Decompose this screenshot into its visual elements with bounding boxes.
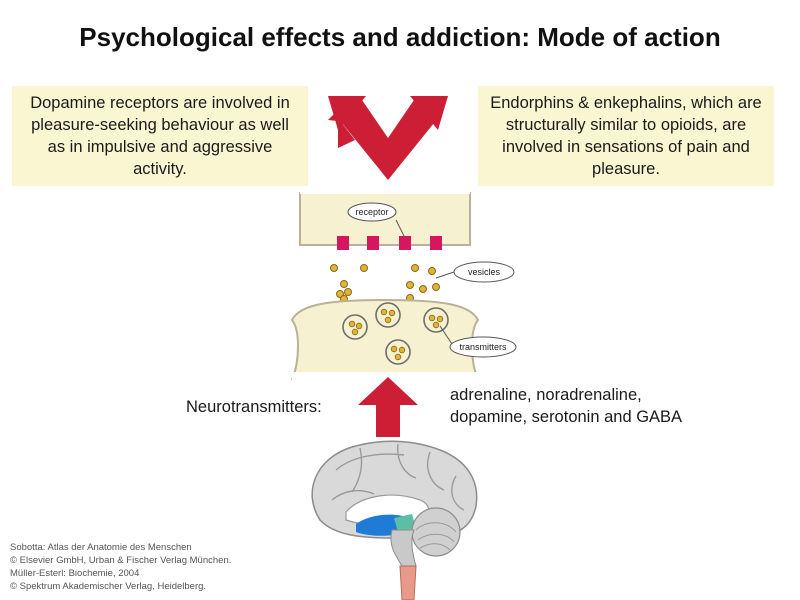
neurotransmitters-line: dopamine, serotonin and GABA xyxy=(450,408,683,426)
endorphin-note: Endorphins & enkephalins, which are stru… xyxy=(478,86,774,186)
vesicle-icon xyxy=(375,302,401,328)
credit-line: Sobotta: Atlas der Anatomie des Menschen xyxy=(10,542,192,553)
receptor-icon xyxy=(430,236,442,250)
neurotransmitters-list: adrenaline, noradrenaline, dopamine, ser… xyxy=(450,384,750,428)
receptor-icon xyxy=(337,236,349,250)
vesicles xyxy=(342,302,449,365)
endorphin-note-text: Endorphins & enkephalins, which are stru… xyxy=(490,94,762,178)
page-title: Psychological effects and addiction: Mod… xyxy=(79,22,721,52)
neurotransmitters-label: Neurotransmitters: xyxy=(186,398,322,416)
neurotransmitters-line: adrenaline, noradrenaline, xyxy=(450,386,642,404)
receptors xyxy=(337,236,442,250)
vesicles-label: vesicles xyxy=(468,267,501,277)
receptor-callout: receptor xyxy=(347,202,406,239)
red-diverging-arrow-icon xyxy=(328,96,448,180)
vesicle-icon xyxy=(423,307,449,333)
brain-icon xyxy=(311,440,478,600)
dopamine-note: Dopamine receptors are involved in pleas… xyxy=(12,86,308,186)
transmitters-label: transmitters xyxy=(459,342,507,352)
receptor-icon xyxy=(367,236,379,250)
image-credits: Sobotta: Atlas der Anatomie des Menschen… xyxy=(10,541,231,593)
receptor-icon xyxy=(399,236,411,250)
red-up-arrow-icon xyxy=(358,377,418,437)
vesicles-callout: vesicles xyxy=(435,261,515,283)
credit-line: © Spektrum Akademischer Verlag, Heidelbe… xyxy=(10,581,207,592)
vesicle-icon xyxy=(342,314,368,340)
cerebellum xyxy=(411,507,461,557)
credit-line: © Elsevier GmbH, Urban & Fischer Verlag … xyxy=(10,555,232,566)
dopamine-note-text: Dopamine receptors are involved in pleas… xyxy=(30,94,290,178)
credit-line: Müller-Esterl: Biochemie, 2004 xyxy=(10,568,140,579)
receptor-label: receptor xyxy=(355,207,388,217)
transmitters-callout: transmitters xyxy=(439,325,517,358)
cleft-transmitters xyxy=(330,264,440,303)
vesicle-icon xyxy=(385,339,411,365)
